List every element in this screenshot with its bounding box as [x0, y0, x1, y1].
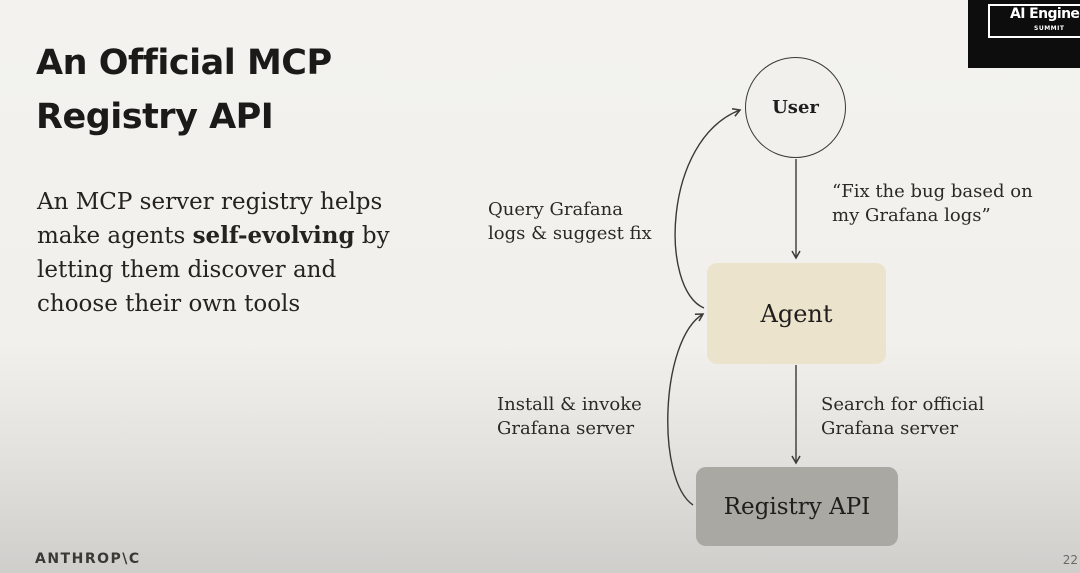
slide-title-line-1: An Official MCP: [36, 43, 332, 83]
label-query-grafana: Query Grafana logs & suggest fix: [488, 198, 652, 246]
anthropic-logo: ANTHROP\C: [35, 551, 141, 567]
label-search-registry-line-2: Grafana server: [821, 418, 959, 439]
registry-api-node: Registry API: [696, 467, 898, 546]
body-text-end: by letting them discover and choose thei…: [37, 223, 390, 317]
body-text-start: An MCP server registry helps make agents: [37, 189, 383, 249]
ai-engineer-summit-badge: AI Engineer SUMMIT: [968, 0, 1080, 68]
slide-title: An Official MCP Registry API: [36, 36, 456, 144]
label-user-request-line-2: my Grafana logs”: [832, 205, 991, 226]
slide-body-text: An MCP server registry helps make agents…: [37, 185, 417, 321]
label-user-request: “Fix the bug based on my Grafana logs”: [832, 180, 1033, 228]
body-text-emphasis: self-evolving: [192, 222, 355, 249]
slide-title-line-2: Registry API: [36, 97, 274, 137]
badge-subtitle: SUMMIT: [1034, 25, 1065, 32]
label-query-grafana-line-2: logs & suggest fix: [488, 223, 652, 244]
arrow-agent-to-user: [674, 108, 742, 309]
label-user-request-line-1: “Fix the bug based on: [832, 181, 1033, 202]
label-install-invoke: Install & invoke Grafana server: [497, 393, 642, 441]
label-query-grafana-line-1: Query Grafana: [488, 199, 623, 220]
label-search-registry: Search for official Grafana server: [821, 393, 984, 441]
label-install-invoke-line-2: Grafana server: [497, 418, 635, 439]
agent-node: Agent: [707, 263, 886, 364]
user-node: User: [745, 57, 846, 158]
label-search-registry-line-1: Search for official: [821, 394, 985, 415]
label-install-invoke-line-1: Install & invoke: [497, 394, 642, 415]
badge-title: AI Engineer: [1010, 6, 1080, 22]
arrow-registry-to-agent: [667, 313, 705, 506]
page-number: 22: [1062, 553, 1078, 567]
badge-frame: [988, 4, 1080, 38]
